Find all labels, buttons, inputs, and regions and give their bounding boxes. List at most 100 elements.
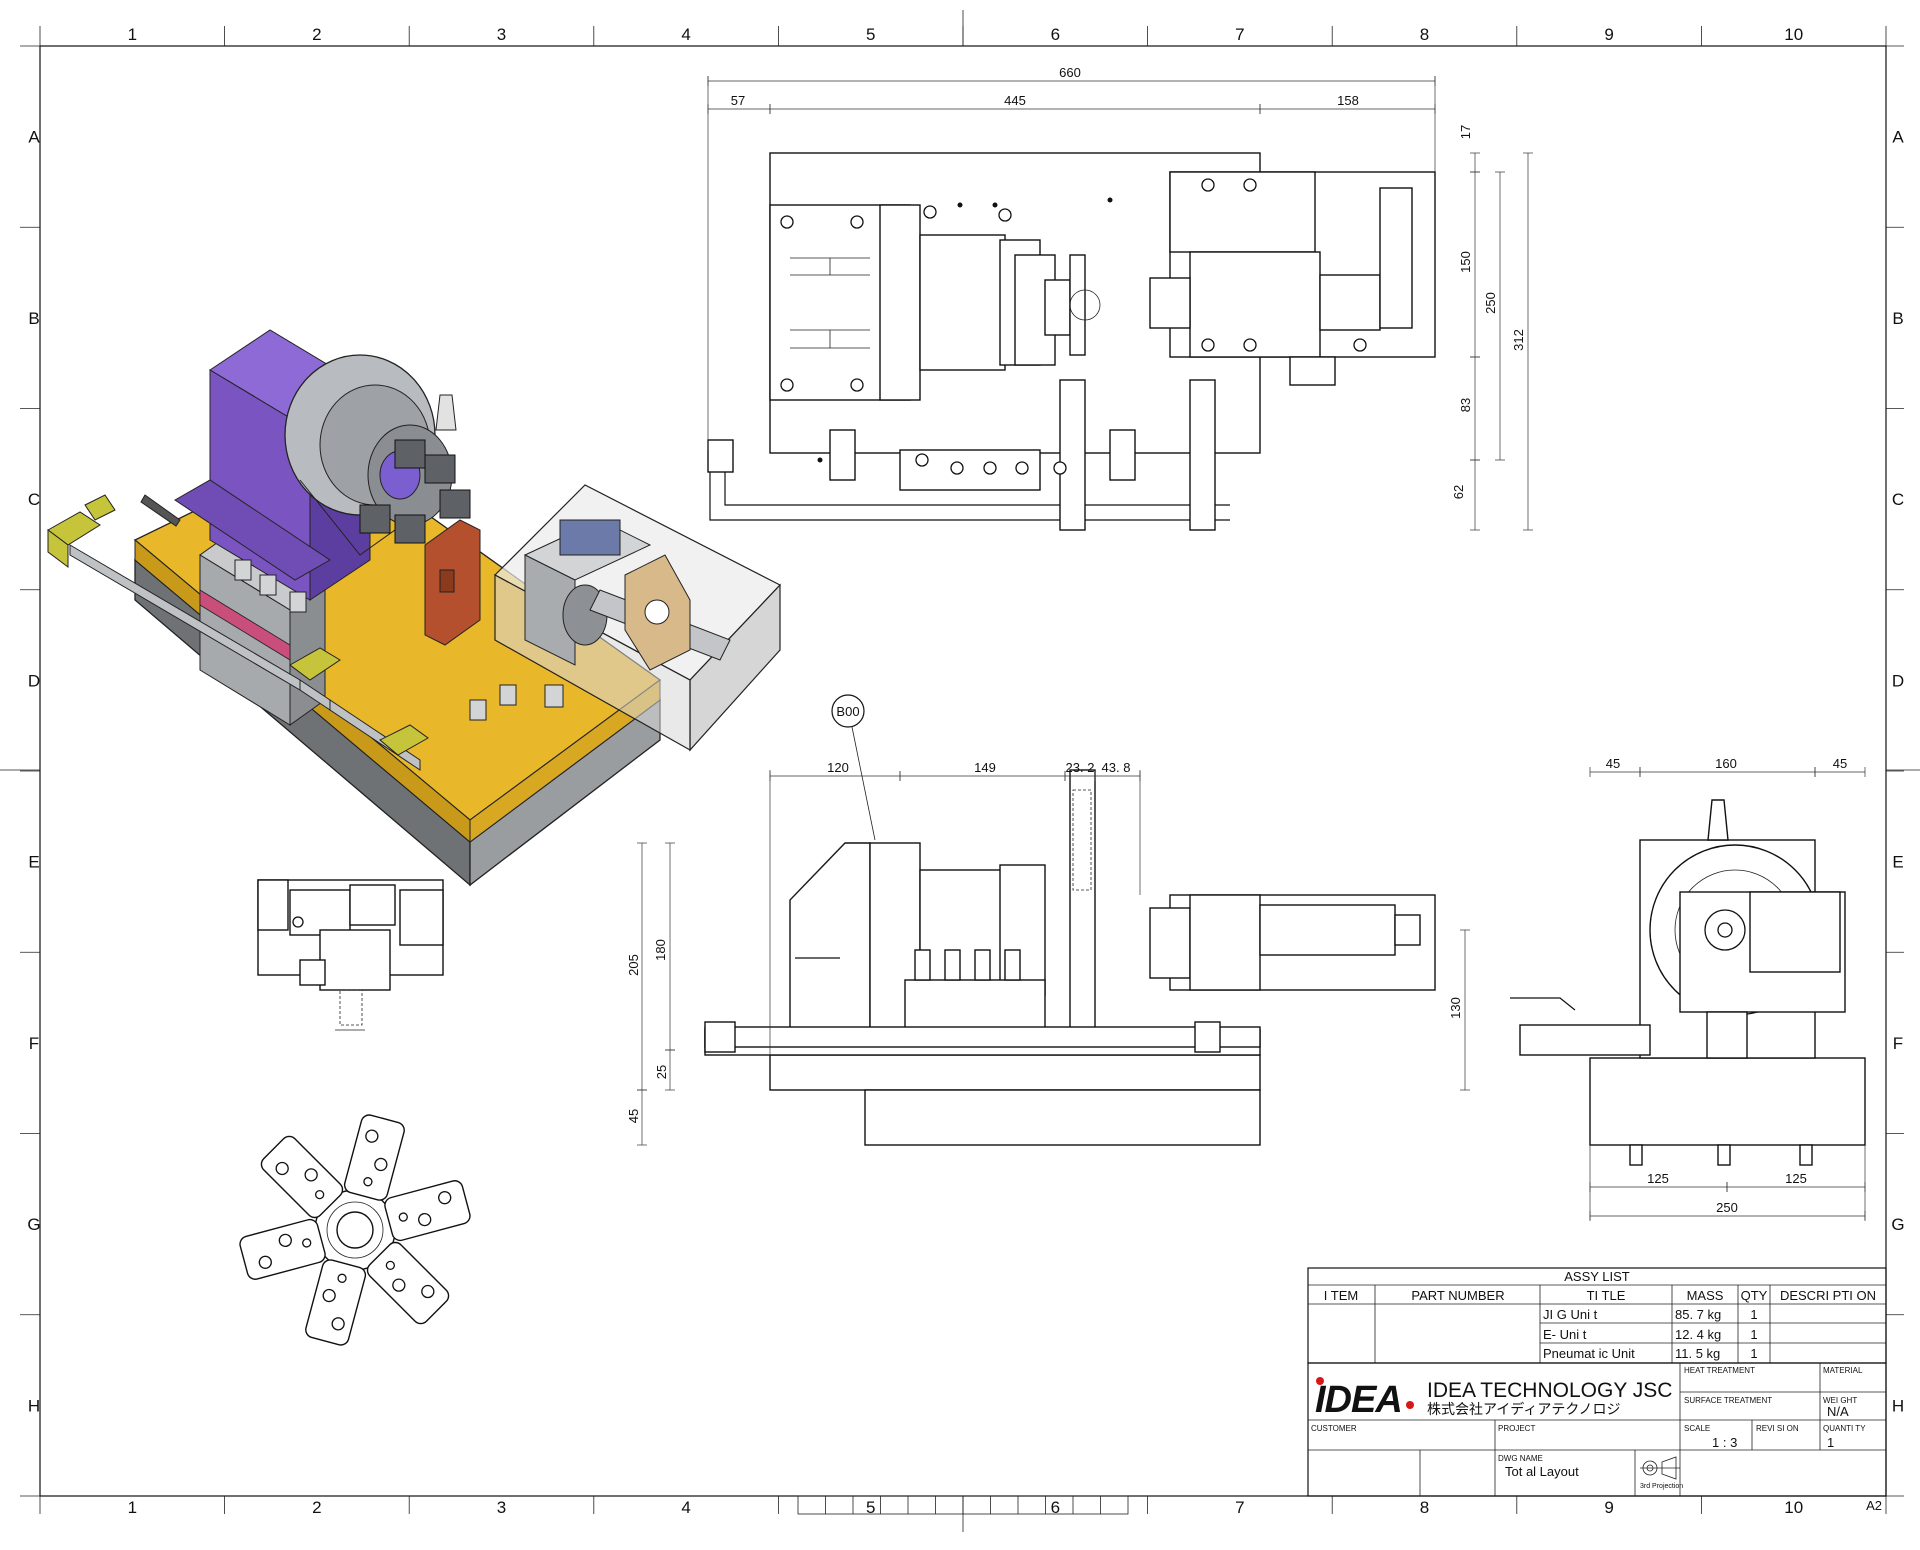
- zone-row-label: E: [1892, 853, 1903, 872]
- assy-list-title: ASSY LIST: [1564, 1269, 1630, 1284]
- table-row: JI G Uni t 85. 7 kg 1: [1543, 1307, 1758, 1322]
- dim-top-right: 158: [1337, 93, 1359, 108]
- dim-side-b2: 125: [1785, 1171, 1807, 1186]
- quantity-label: QUANTI TY: [1823, 1424, 1866, 1433]
- zone-row-label: D: [1892, 671, 1904, 690]
- zone-row-label: E: [28, 853, 39, 872]
- dwg-name-value: Tot al Layout: [1505, 1464, 1579, 1479]
- row-mass: 12. 4 kg: [1675, 1327, 1721, 1342]
- surface-treatment-label: SURFACE TREATMENT: [1684, 1396, 1772, 1405]
- zone-column-label: 7: [1235, 25, 1244, 44]
- zone-column-label: 7: [1235, 1498, 1244, 1517]
- zone-column-label: 3: [497, 1498, 506, 1517]
- assy-header-description: DESCRI PTI ON: [1780, 1288, 1876, 1303]
- svg-text:IDEA: IDEA: [1315, 1379, 1402, 1421]
- dim-top-v5: 250: [1483, 292, 1498, 314]
- zone-column-label: 5: [866, 1498, 875, 1517]
- dim-front-h2: 180: [653, 939, 668, 961]
- dim-front-h1: 205: [626, 954, 641, 976]
- row-title: JI G Uni t: [1543, 1307, 1598, 1322]
- zone-column-label: 6: [1051, 25, 1060, 44]
- zone-row-label: B: [28, 309, 39, 328]
- clamp-star-view: [239, 1114, 471, 1346]
- company-name-jp: 株式会社アイディアテクノロジ: [1427, 1401, 1620, 1417]
- assy-header-part-number: PART NUMBER: [1411, 1288, 1504, 1303]
- zone-row-label: F: [29, 1034, 39, 1053]
- dimension-lines: [637, 76, 1866, 1221]
- zone-column-label: 10: [1784, 25, 1803, 44]
- row-mass: 85. 7 kg: [1675, 1307, 1721, 1322]
- dimension-labels: 660 57 445 158 17 150 83 62 250 312 120 …: [626, 65, 1847, 1215]
- row-mass: 11. 5 kg: [1675, 1346, 1720, 1361]
- row-title: Pneumat ic Unit: [1543, 1346, 1635, 1361]
- table-row: Pneumat ic Unit 11. 5 kg 1: [1543, 1346, 1758, 1361]
- dim-side-w1: 45: [1606, 756, 1620, 771]
- dim-top-v2: 150: [1458, 251, 1473, 273]
- top-view: [707, 152, 1436, 531]
- revision-strip: [797, 1495, 1129, 1515]
- zone-column-label: 9: [1604, 25, 1613, 44]
- zone-column-label: 3: [497, 25, 506, 44]
- revision-label: REVI SI ON: [1756, 1424, 1799, 1433]
- assy-header-mass: MASS: [1687, 1288, 1724, 1303]
- company-name: IDEA TECHNOLOGY JSC: [1427, 1379, 1672, 1402]
- dim-side-w3: 45: [1833, 756, 1847, 771]
- row-qty: 1: [1750, 1307, 1757, 1322]
- svg-text:B00: B00: [836, 704, 859, 719]
- table-row: E- Uni t 12. 4 kg 1: [1543, 1327, 1758, 1342]
- zone-row-label: F: [1893, 1034, 1903, 1053]
- zone-column-label: 8: [1420, 25, 1429, 44]
- side-view: [1510, 799, 1866, 1166]
- dim-top-v6: 312: [1511, 329, 1526, 351]
- weight-label: WEI GHT: [1823, 1396, 1857, 1405]
- sheet-size-label: A2: [1866, 1498, 1882, 1513]
- zone-row-label: B: [1892, 309, 1903, 328]
- weight-value: N/A: [1827, 1404, 1849, 1419]
- dim-front-d: 43. 8: [1102, 760, 1131, 775]
- dim-top-mid: 445: [1004, 93, 1026, 108]
- heat-treatment-label: HEAT TREATMENT: [1684, 1366, 1755, 1375]
- zone-row-label: H: [1892, 1396, 1904, 1415]
- projection-symbol-icon: [1640, 1456, 1680, 1480]
- row-qty: 1: [1750, 1346, 1757, 1361]
- quantity-value: 1: [1827, 1435, 1834, 1450]
- isometric-3d-view: [47, 329, 781, 887]
- dim-front-h4: 45: [626, 1109, 641, 1123]
- dim-side-w2: 160: [1715, 756, 1737, 771]
- dim-front-h3: 25: [654, 1065, 669, 1079]
- zone-column-label: 2: [312, 1498, 321, 1517]
- zone-column-label: 1: [128, 1498, 137, 1517]
- zone-column-label: 6: [1051, 1498, 1060, 1517]
- row-title: E- Uni t: [1543, 1327, 1587, 1342]
- dim-top-v4: 62: [1451, 485, 1466, 499]
- zone-column-label: 9: [1604, 1498, 1613, 1517]
- zone-row-label: G: [1891, 1215, 1904, 1234]
- dim-front-c: 23. 2: [1066, 760, 1095, 775]
- dim-front-b: 149: [974, 760, 996, 775]
- zone-row-label: A: [28, 128, 40, 147]
- detail-side-view: [257, 879, 444, 1031]
- zone-row-label: H: [28, 1396, 40, 1415]
- dim-top-left: 57: [731, 93, 745, 108]
- zone-column-label: 2: [312, 25, 321, 44]
- assy-header-title: TI TLE: [1587, 1288, 1626, 1303]
- zone-grid: [20, 26, 1904, 1514]
- customer-label: CUSTOMER: [1311, 1424, 1357, 1433]
- company-logo: IDEA: [1315, 1377, 1414, 1421]
- title-block: IDEA IDEA TECHNOLOGY JSC 株式会社アイディアテクノロジ …: [1307, 1362, 1887, 1497]
- projection-label: 3rd Projection: [1640, 1483, 1683, 1490]
- zone-column-label: 1: [128, 25, 137, 44]
- balloon-b00: B00: [831, 694, 876, 841]
- zone-column-label: 4: [681, 25, 690, 44]
- dim-top-v3: 83: [1458, 398, 1473, 412]
- dwg-name-label: DWG NAME: [1498, 1454, 1543, 1463]
- zone-row-label: D: [28, 671, 40, 690]
- assy-header-qty: QTY: [1741, 1288, 1768, 1303]
- dim-top-overall: 660: [1059, 65, 1081, 80]
- zone-row-label: C: [1892, 490, 1904, 509]
- dim-side-total: 250: [1716, 1200, 1738, 1215]
- dim-front-a: 120: [827, 760, 849, 775]
- zone-column-label: 4: [681, 1498, 690, 1517]
- assy-header-item: I TEM: [1324, 1288, 1358, 1303]
